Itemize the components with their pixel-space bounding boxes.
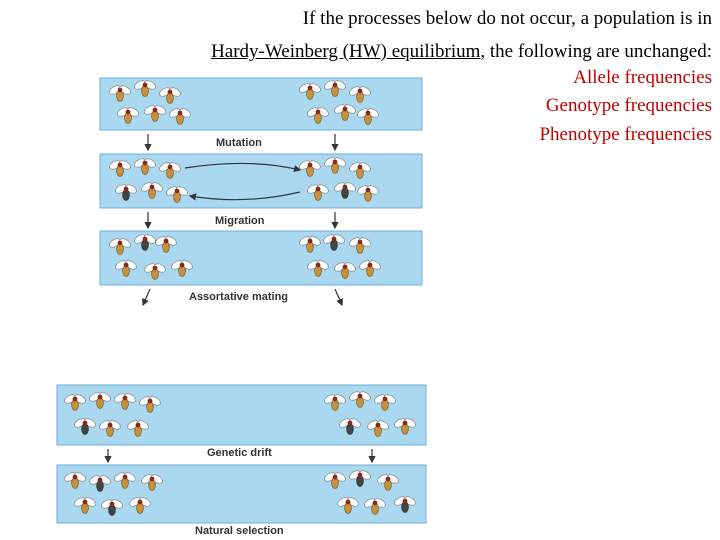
process-label-mutation: Mutation — [216, 137, 262, 149]
heading-line-1: If the processes below do not occur, a p… — [302, 8, 712, 29]
heading-line-2-rest: , the following are unchanged: — [480, 41, 712, 62]
process-label-natural-selection: Natural selection — [195, 525, 284, 537]
item-phenotype-frequencies: Phenotype frequencies — [539, 124, 712, 145]
process-label-migration: Migration — [215, 215, 265, 227]
heading-line-2: Hardy-Weinberg (HW) equilibrium, the fol… — [211, 38, 712, 65]
process-label-assortative-mating: Assortative mating — [189, 291, 288, 303]
arrow-icon — [188, 191, 301, 201]
arrow-icon — [334, 288, 343, 307]
item-genotype-frequencies: Genotype frequencies — [545, 95, 712, 116]
panel-4 — [56, 384, 427, 446]
process-label-genetic-drift: Genetic drift — [207, 447, 272, 459]
hw-equilibrium-term: Hardy-Weinberg (HW) equilibrium — [211, 41, 481, 62]
item-allele-frequencies: Allele frequencies — [573, 67, 712, 88]
arrow-icon — [184, 162, 302, 173]
arrow-icon — [142, 288, 151, 307]
